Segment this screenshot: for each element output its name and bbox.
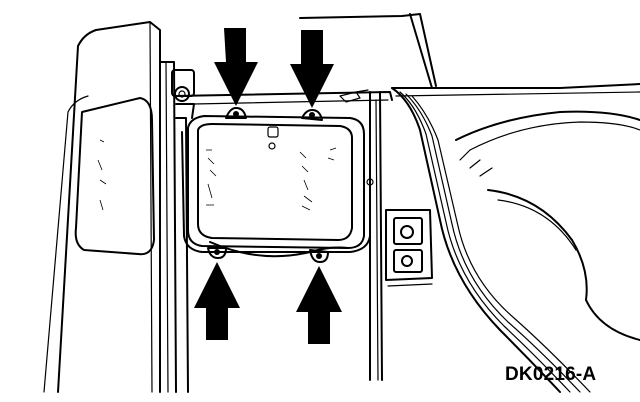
arrow-lower-left [194, 262, 240, 340]
callout-arrows [194, 28, 342, 344]
hood-edge [299, 13, 640, 97]
module-housing [181, 115, 374, 258]
wheel-well-panel [391, 87, 640, 393]
nut-upper-right [301, 109, 323, 121]
left-fender [43, 21, 161, 393]
mounting-nuts [207, 107, 329, 263]
radiator-support [173, 91, 393, 381]
nut-upper-left [225, 107, 247, 119]
arrow-lower-right [296, 266, 342, 344]
nut-lower-right [309, 249, 329, 263]
arrow-upper-left [214, 28, 258, 106]
nut-lower-left [207, 247, 227, 259]
upper-bracket [171, 69, 195, 119]
arrow-upper-right [290, 30, 334, 108]
wiring-connector [339, 89, 369, 103]
frame-rail [159, 61, 189, 393]
figure-label: DK0216-A [505, 364, 597, 385]
lower-bracket [385, 209, 433, 287]
